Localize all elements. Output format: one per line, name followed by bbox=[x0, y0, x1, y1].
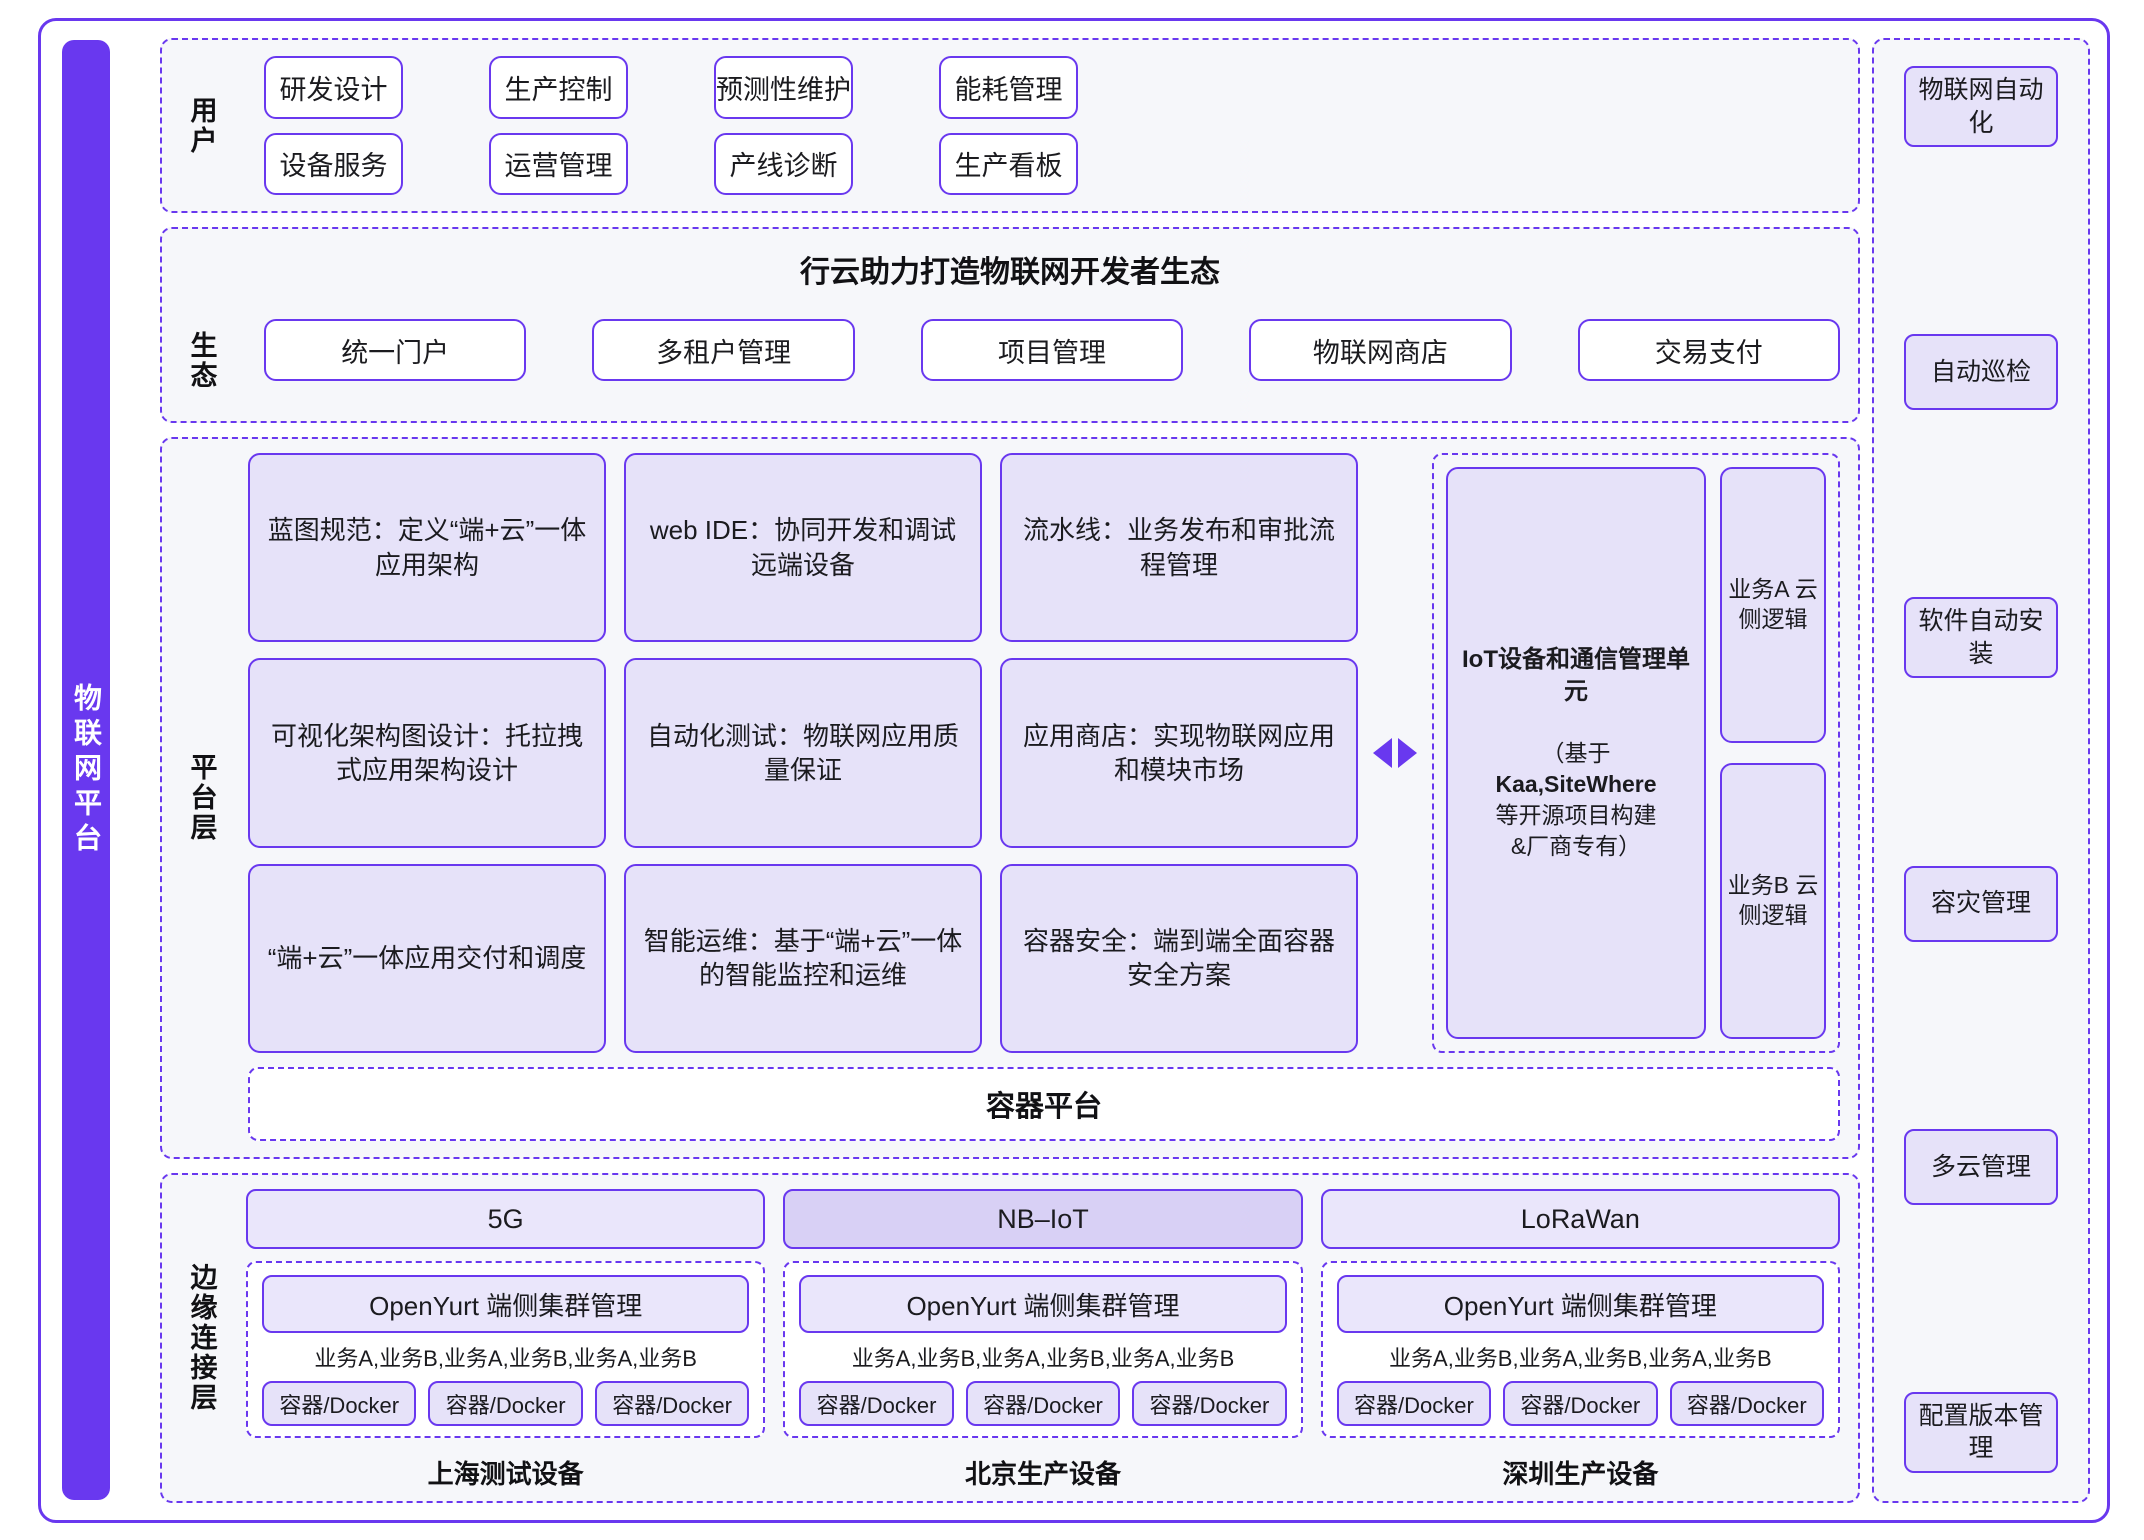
ops-item-disaster-recovery[interactable]: 容灾管理 bbox=[1904, 865, 2058, 942]
cloud-logic-card-b[interactable]: 业务B 云侧逻辑 bbox=[1720, 763, 1826, 1039]
platform-card[interactable]: 自动化测试：物联网应用质量保证 bbox=[624, 658, 982, 848]
platform-layer-section: 平台层 蓝图规范：定义“端+云”一体应用架构 web IDE：协同开发和调试远端… bbox=[160, 437, 1860, 1159]
container-chip[interactable]: 容器/Docker bbox=[594, 1381, 750, 1426]
network-pill[interactable]: LoRaWan bbox=[1320, 1189, 1840, 1249]
container-chip[interactable]: 容器/Docker bbox=[428, 1381, 583, 1426]
container-chip[interactable]: 容器/Docker bbox=[1336, 1381, 1492, 1426]
container-chip[interactable]: 容器/Docker bbox=[965, 1381, 1121, 1426]
platform-card[interactable]: 容器安全：端到端全面容器安全方案 bbox=[1000, 863, 1358, 1053]
edge-layer-section: 边缘连接层 5G OpenYurt 端侧集群管理 业务A,业务B,业务A,业务B… bbox=[160, 1173, 1860, 1503]
user-item[interactable]: 运营管理 bbox=[489, 132, 628, 195]
edge-cluster-box: OpenYurt 端侧集群管理 业务A,业务B,业务A,业务B,业务A,业务B … bbox=[783, 1261, 1303, 1438]
edge-cluster-box: OpenYurt 端侧集群管理 业务A,业务B,业务A,业务B,业务A,业务B … bbox=[1320, 1261, 1840, 1438]
ecosystem-item[interactable]: 项目管理 bbox=[920, 319, 1184, 381]
ops-item-auto-inspection[interactable]: 自动巡检 bbox=[1904, 334, 2058, 411]
platform-top-row: 蓝图规范：定义“端+云”一体应用架构 web IDE：协同开发和调试远端设备 流… bbox=[248, 453, 1840, 1053]
arrow-right-icon bbox=[1398, 738, 1417, 768]
container-chip[interactable]: 容器/Docker bbox=[1669, 1381, 1824, 1426]
user-item[interactable]: 生产看板 bbox=[939, 132, 1078, 195]
ecosystem-item[interactable]: 统一门户 bbox=[264, 319, 527, 381]
user-item[interactable]: 生产控制 bbox=[489, 56, 628, 119]
edge-site-caption: 北京生产设备 bbox=[964, 1459, 1121, 1489]
ops-item-software-auto-install[interactable]: 软件自动安装 bbox=[1904, 597, 2058, 679]
network-pill[interactable]: 5G bbox=[246, 1189, 766, 1249]
service-list: 业务A,业务B,业务A,业务B,业务A,业务B bbox=[851, 1346, 1235, 1371]
iot-management-group: IoT设备和通信管理单元 （基于 Kaa,SiteWhere 等开源项目构建 &… bbox=[1432, 453, 1840, 1053]
openyurt-pill[interactable]: OpenYurt 端侧集群管理 bbox=[1336, 1275, 1824, 1333]
user-item[interactable]: 设备服务 bbox=[264, 132, 403, 195]
iot-unit-sub-line-2: Kaa,SiteWhere bbox=[1495, 771, 1657, 798]
ecosystem-item[interactable]: 多租户管理 bbox=[592, 319, 855, 381]
operations-sidebar: 物联网自动化 自动巡检 软件自动安装 容灾管理 多云管理 配置版本管理 bbox=[1872, 38, 2090, 1503]
platform-layer-body: 蓝图规范：定义“端+云”一体应用架构 web IDE：协同开发和调试远端设备 流… bbox=[240, 439, 1858, 1157]
container-row: 容器/Docker 容器/Docker 容器/Docker bbox=[1336, 1381, 1824, 1426]
ecosystem-item[interactable]: 交易支付 bbox=[1577, 319, 1840, 381]
user-layer-grid: 研发设计 生产控制 预测性维护 能耗管理 设备服务 运营管理 产线诊断 生产看板 bbox=[240, 40, 1096, 211]
openyurt-pill[interactable]: OpenYurt 端侧集群管理 bbox=[799, 1275, 1287, 1333]
brand-vertical-bar: 物联网平台 bbox=[62, 40, 110, 1500]
ops-item-config-version[interactable]: 配置版本管理 bbox=[1904, 1391, 2058, 1473]
bidirectional-arrow-group bbox=[1358, 453, 1432, 1053]
edge-layer-body: 5G OpenYurt 端侧集群管理 业务A,业务B,业务A,业务B,业务A,业… bbox=[240, 1175, 1858, 1501]
ops-item-iot-automation[interactable]: 物联网自动化 bbox=[1904, 66, 2058, 147]
ops-item-multicloud[interactable]: 多云管理 bbox=[1904, 1128, 2058, 1205]
openyurt-pill[interactable]: OpenYurt 端侧集群管理 bbox=[262, 1275, 750, 1333]
iot-unit-title: IoT设备和通信管理单元 bbox=[1462, 645, 1690, 705]
platform-card[interactable]: 智能运维：基于“端+云”一体的智能监控和运维 bbox=[624, 863, 982, 1053]
container-chip[interactable]: 容器/Docker bbox=[799, 1381, 954, 1426]
ecosystem-layer-section: 行云助力打造物联网开发者生态 生态 统一门户 多租户管理 项目管理 物联网商店 … bbox=[160, 227, 1860, 423]
arrow-left-icon bbox=[1373, 738, 1392, 768]
user-item[interactable]: 能耗管理 bbox=[939, 56, 1078, 119]
platform-card[interactable]: 流水线：业务发布和审批流程管理 bbox=[1000, 453, 1358, 643]
service-list: 业务A,业务B,业务A,业务B,业务A,业务B bbox=[314, 1346, 697, 1371]
container-row: 容器/Docker 容器/Docker 容器/Docker bbox=[262, 1381, 750, 1426]
edge-site-column: NB–IoT OpenYurt 端侧集群管理 业务A,业务B,业务A,业务B,业… bbox=[783, 1189, 1303, 1491]
iot-side-cards: 业务A 云侧逻辑 业务B 云侧逻辑 bbox=[1720, 467, 1826, 1039]
edge-site-column: 5G OpenYurt 端侧集群管理 业务A,业务B,业务A,业务B,业务A,业… bbox=[246, 1189, 766, 1491]
iot-unit-subtitle: （基于 Kaa,SiteWhere 等开源项目构建 &厂商专有） bbox=[1495, 738, 1656, 862]
user-item[interactable]: 研发设计 bbox=[264, 56, 403, 119]
platform-card[interactable]: “端+云”一体应用交付和调度 bbox=[248, 863, 606, 1053]
container-platform-bar[interactable]: 容器平台 bbox=[248, 1067, 1840, 1141]
ecosystem-item[interactable]: 物联网商店 bbox=[1249, 319, 1512, 381]
container-chip[interactable]: 容器/Docker bbox=[262, 1381, 417, 1426]
platform-card[interactable]: 可视化架构图设计：托拉拽式应用架构设计 bbox=[248, 658, 606, 848]
iot-unit-sub-line-3: 等开源项目构建 bbox=[1495, 802, 1657, 829]
edge-layer-label: 边缘连接层 bbox=[186, 1263, 217, 1413]
main-column: 用户 研发设计 生产控制 预测性维护 能耗管理 设备服务 运营管理 产线诊断 生… bbox=[160, 38, 1860, 1503]
edge-site-caption: 深圳生产设备 bbox=[1502, 1459, 1659, 1489]
platform-card[interactable]: 蓝图规范：定义“端+云”一体应用架构 bbox=[248, 453, 606, 643]
iot-unit-sub-line-1: （基于 bbox=[1541, 740, 1611, 767]
ecosystem-title: 行云助力打造物联网开发者生态 bbox=[800, 256, 1220, 289]
ecosystem-items: 统一门户 多租户管理 项目管理 物联网商店 交易支付 bbox=[240, 301, 1858, 421]
edge-site-column: LoRaWan OpenYurt 端侧集群管理 业务A,业务B,业务A,业务B,… bbox=[1320, 1189, 1840, 1491]
platform-layer-label: 平台层 bbox=[186, 753, 217, 843]
platform-capability-grid: 蓝图规范：定义“端+云”一体应用架构 web IDE：协同开发和调试远端设备 流… bbox=[248, 453, 1358, 1053]
user-layer-label: 用户 bbox=[186, 95, 217, 156]
ecosystem-row: 生态 统一门户 多租户管理 项目管理 物联网商店 交易支付 bbox=[162, 301, 1858, 421]
edge-site-caption: 上海测试设备 bbox=[427, 1459, 584, 1489]
brand-label: 物联网平台 bbox=[71, 682, 102, 858]
iot-unit-sub-line-4: &厂商专有） bbox=[1510, 833, 1642, 860]
user-item[interactable]: 产线诊断 bbox=[714, 132, 853, 195]
container-row: 容器/Docker 容器/Docker 容器/Docker bbox=[799, 1381, 1287, 1426]
network-pill[interactable]: NB–IoT bbox=[783, 1189, 1303, 1249]
cloud-logic-card-a[interactable]: 业务A 云侧逻辑 bbox=[1720, 467, 1826, 743]
container-chip[interactable]: 容器/Docker bbox=[1132, 1381, 1287, 1426]
platform-card[interactable]: web IDE：协同开发和调试远端设备 bbox=[624, 453, 982, 643]
ecosystem-layer-label: 生态 bbox=[186, 331, 217, 391]
service-list: 业务A,业务B,业务A,业务B,业务A,业务B bbox=[1389, 1346, 1772, 1371]
container-chip[interactable]: 容器/Docker bbox=[1503, 1381, 1658, 1426]
user-layer-section: 用户 研发设计 生产控制 预测性维护 能耗管理 设备服务 运营管理 产线诊断 生… bbox=[160, 38, 1860, 213]
iot-device-comm-unit[interactable]: IoT设备和通信管理单元 （基于 Kaa,SiteWhere 等开源项目构建 &… bbox=[1446, 467, 1706, 1039]
user-item[interactable]: 预测性维护 bbox=[714, 56, 853, 119]
platform-card[interactable]: 应用商店：实现物联网应用和模块市场 bbox=[1000, 658, 1358, 848]
edge-cluster-box: OpenYurt 端侧集群管理 业务A,业务B,业务A,业务B,业务A,业务B … bbox=[246, 1261, 766, 1438]
